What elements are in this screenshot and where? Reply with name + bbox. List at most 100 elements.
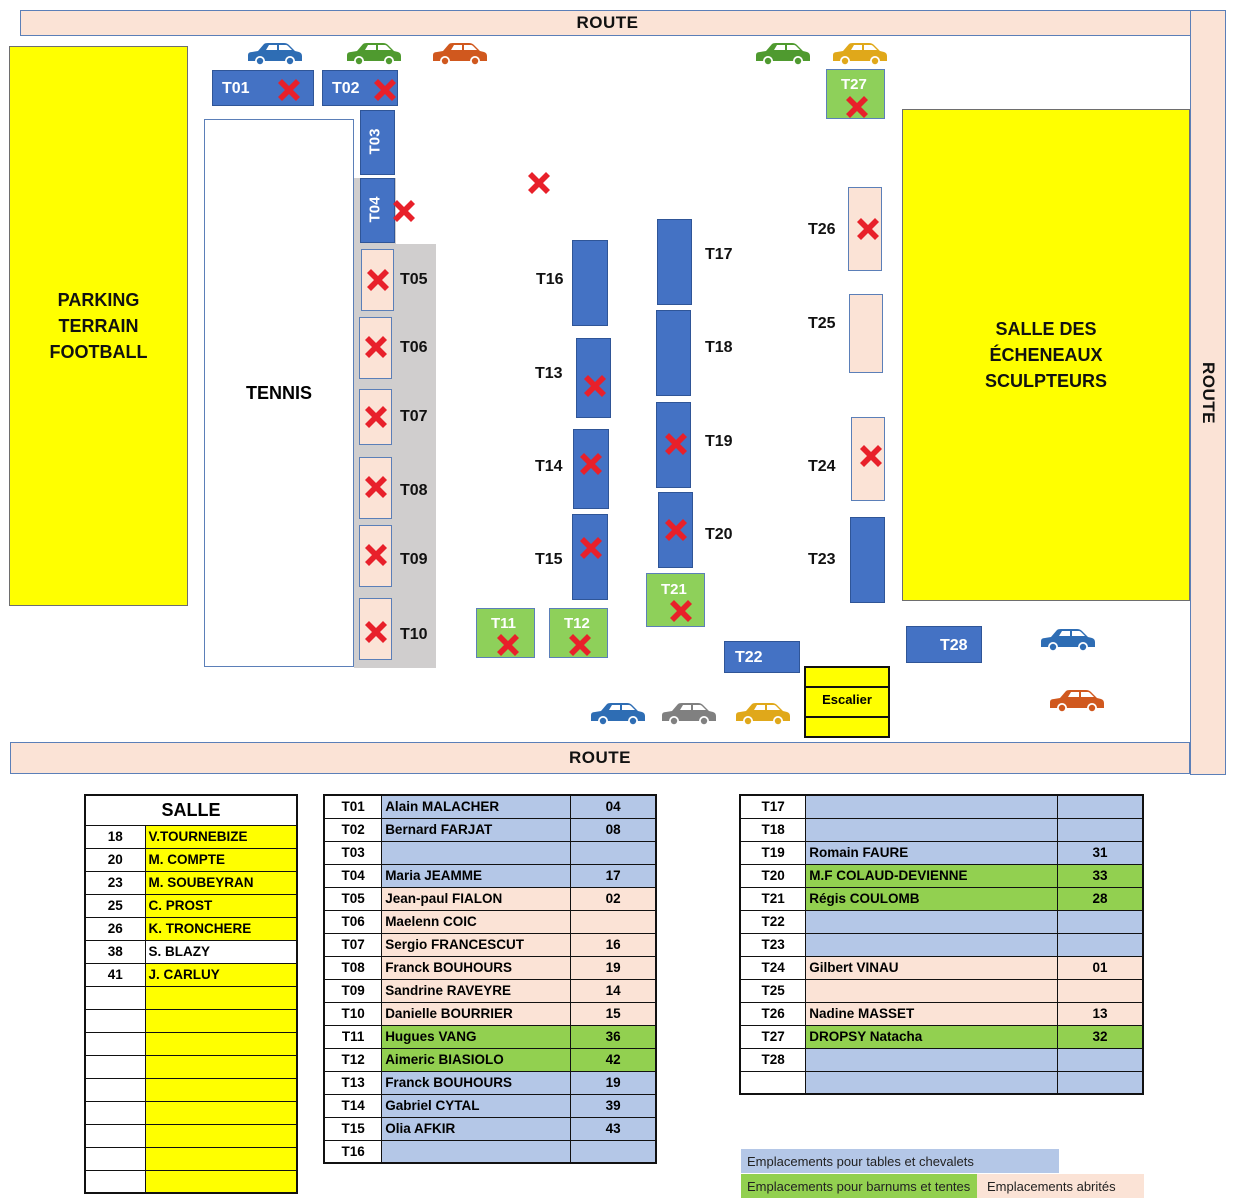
stall-t28[interactable]: T28 — [906, 626, 982, 663]
salle-row-number — [84, 1077, 146, 1102]
stall-row-id: T12 — [323, 1047, 383, 1072]
stall-row-id: T22 — [739, 909, 807, 934]
taken-cross-icon — [856, 441, 886, 471]
car-icon — [732, 701, 792, 727]
taken-cross-icon — [666, 596, 696, 626]
taken-cross-icon — [361, 540, 391, 570]
stall-row-name — [805, 1070, 1058, 1095]
stall-row: T28 — [739, 1047, 1144, 1072]
stall-row: T16 — [323, 1139, 657, 1164]
stall-t24[interactable] — [851, 417, 885, 501]
stall-t02[interactable]: T02 — [322, 70, 398, 106]
salle-row-number — [84, 1100, 146, 1125]
stall-row-id: T28 — [739, 1047, 807, 1072]
stall-t15[interactable] — [572, 514, 608, 600]
stall-label-t24: T24 — [808, 458, 836, 475]
salle-building: SALLE DES ÉCHENEAUX SCULPTEURS — [902, 109, 1190, 601]
stall-t13[interactable] — [576, 338, 611, 418]
salle-row-number — [84, 1123, 146, 1148]
stall-label-t15: T15 — [535, 551, 563, 568]
salle-row-name: C. PROST — [144, 893, 298, 918]
stall-row-number: 01 — [1056, 955, 1144, 980]
salle-row-name — [144, 1123, 298, 1148]
stall-label: T03 — [366, 128, 384, 155]
stall-row-name — [805, 817, 1058, 842]
stall-t25[interactable] — [849, 294, 883, 373]
salle-row — [84, 1100, 298, 1125]
stall-row-name: Aimeric BIASIOLO — [381, 1047, 572, 1072]
stall-row-number: 13 — [1056, 1001, 1144, 1026]
stall-label: T12 — [564, 615, 590, 632]
stall-row-number: 19 — [570, 1070, 657, 1095]
stall-row: T18 — [739, 817, 1144, 842]
stall-row: T03 — [323, 840, 657, 865]
stall-label: T02 — [332, 80, 360, 97]
stall-label-t07: T07 — [400, 408, 428, 425]
stall-t16[interactable] — [572, 240, 608, 326]
stall-t22[interactable]: T22 — [724, 641, 800, 673]
stall-row-number — [1056, 932, 1144, 957]
stall-t14[interactable] — [573, 429, 609, 509]
stall-t03[interactable]: T03 — [360, 110, 395, 175]
salle-row-number — [84, 1031, 146, 1056]
stall-row-number — [570, 840, 657, 865]
salle-row-number — [84, 1054, 146, 1079]
stall-row-name: Sergio FRANCESCUT — [381, 932, 572, 957]
road-bottom-label: ROUTE — [569, 748, 631, 767]
stall-row-id: T15 — [323, 1116, 383, 1141]
road-right-label: ROUTE — [1199, 361, 1218, 424]
stall-row-name — [381, 840, 572, 865]
salle-row-name — [144, 1031, 298, 1056]
stall-row: T25 — [739, 978, 1144, 1003]
legend-shelter: Emplacements abrités — [977, 1174, 1144, 1198]
stall-row-name: Franck BOUHOURS — [381, 1070, 572, 1095]
car-icon — [1037, 627, 1097, 653]
stall-t17[interactable] — [657, 219, 692, 305]
taken-cross-icon — [361, 617, 391, 647]
stall-row-number: 02 — [570, 886, 657, 911]
stair-line — [806, 686, 888, 688]
stall-label-t17: T17 — [705, 246, 733, 263]
stall-t12[interactable]: T12 — [549, 608, 608, 658]
stall-row-name: M.F COLAUD-DEVIENNE — [805, 863, 1058, 888]
salle-row-number: 38 — [84, 939, 146, 964]
stall-row-number — [570, 909, 657, 934]
stall-row-name: Danielle BOURRIER — [381, 1001, 572, 1026]
stall-label: T01 — [222, 80, 250, 97]
salle-row-name — [144, 985, 298, 1010]
salle-row-name — [144, 1146, 298, 1171]
stall-row-id: T24 — [739, 955, 807, 980]
stall-row-name — [805, 932, 1058, 957]
salle-row-number — [84, 1169, 146, 1194]
parking-area: PARKING TERRAIN FOOTBALL — [9, 46, 188, 606]
stall-row-number: 19 — [570, 955, 657, 980]
stall-row-id: T16 — [323, 1139, 383, 1164]
stall-row-id: T25 — [739, 978, 807, 1003]
salle-row-name — [144, 1169, 298, 1194]
stall-t04[interactable]: T04 — [360, 178, 395, 243]
taken-cross-icon — [389, 196, 419, 226]
car-icon — [752, 41, 812, 67]
stall-t18[interactable] — [656, 310, 691, 396]
salle-row-number — [84, 1008, 146, 1033]
salle-row-name — [144, 1100, 298, 1125]
stall-t23[interactable] — [850, 517, 885, 603]
taken-cross-icon — [580, 371, 610, 401]
car-icon — [658, 701, 718, 727]
stall-row-id: T10 — [323, 1001, 383, 1026]
stall-label-t16: T16 — [536, 271, 564, 288]
